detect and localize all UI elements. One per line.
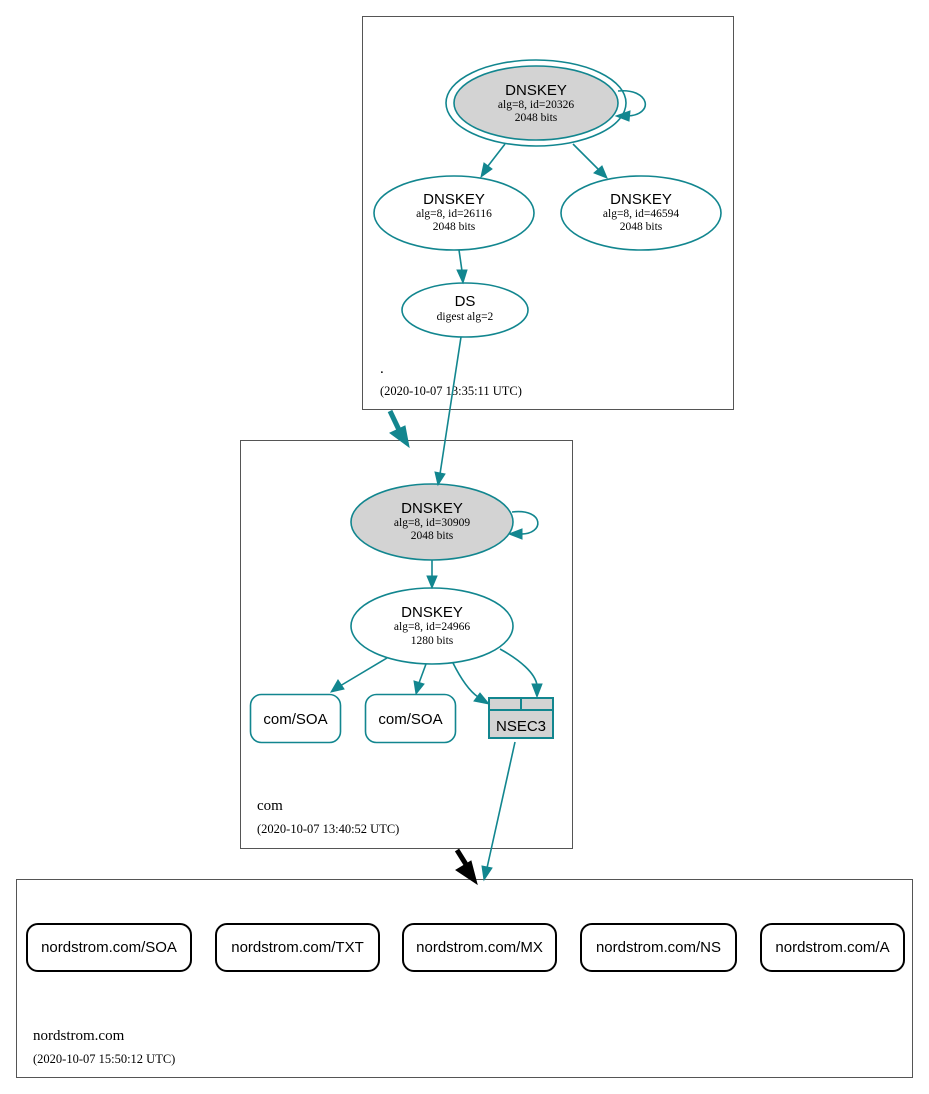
root-zsk2-bits: 2048 bits	[620, 221, 663, 233]
edge-com-zsk-to-soa1	[339, 657, 388, 687]
nordstrom-ns-record[interactable]: nordstrom.com/NS	[580, 923, 737, 972]
root-ds-title: DS	[455, 293, 476, 310]
edge-root-ksk-self	[617, 90, 646, 117]
nordstrom-a-label: nordstrom.com/A	[775, 939, 889, 956]
arrowhead	[481, 865, 493, 882]
zone-com-timestamp: (2020-10-07 13:40:52 UTC)	[257, 822, 399, 836]
edge-com-ksk-self	[511, 510, 539, 535]
root-ksk-id: alg=8, id=20326	[498, 99, 574, 111]
com-soa-1-label: com/SOA	[263, 711, 327, 728]
root-zsk2-id: alg=8, id=46594	[603, 208, 679, 220]
edge-root-ksk-to-zsk1	[487, 143, 506, 167]
nordstrom-soa-record[interactable]: nordstrom.com/SOA	[26, 923, 192, 972]
nordstrom-txt-record[interactable]: nordstrom.com/TXT	[215, 923, 380, 972]
arrowhead	[426, 575, 438, 590]
edge-nsec3-to-nordstrom	[486, 741, 516, 869]
com-zsk-node[interactable]: DNSKEY alg=8, id=24966 1280 bits	[350, 587, 514, 665]
edge-root-ksk-to-zsk2	[572, 143, 599, 170]
nordstrom-mx-label: nordstrom.com/MX	[416, 939, 543, 956]
zone-root-label: .	[380, 361, 384, 377]
delegation-arrowhead-com-to-nordstrom	[455, 860, 478, 886]
root-ds-node[interactable]: DS digest alg=2	[401, 282, 529, 338]
root-ksk-title: DNSKEY	[505, 82, 567, 99]
root-ds-digest: digest alg=2	[437, 311, 494, 323]
delegation-arrowhead-root-to-com	[389, 425, 410, 449]
root-zsk2-title: DNSKEY	[610, 191, 672, 208]
zone-root: DNSKEY alg=8, id=20326 2048 bits DNSKEY …	[362, 16, 734, 410]
arrowhead	[593, 165, 608, 179]
edges	[329, 90, 646, 886]
zone-nordstrom: nordstrom.com/SOA nordstrom.com/TXT nord…	[16, 879, 913, 1078]
arrowhead	[507, 528, 523, 540]
arrowhead	[456, 269, 468, 285]
zone-nordstrom-label: nordstrom.com	[33, 1028, 125, 1044]
edge-root-ds-to-com-ksk	[439, 336, 462, 475]
com-nsec3-record[interactable]: NSEC3	[488, 697, 554, 739]
root-ksk-bits: 2048 bits	[515, 112, 558, 124]
com-zsk-bits: 1280 bits	[411, 635, 454, 647]
arrowhead	[473, 692, 491, 705]
edge-com-zsk-to-nsec3-b	[499, 648, 538, 686]
zone-com: DNSKEY alg=8, id=30909 2048 bits DNSKEY …	[240, 440, 573, 849]
arrowhead	[329, 679, 345, 693]
com-ksk-title: DNSKEY	[401, 500, 463, 517]
com-ksk-node[interactable]: DNSKEY alg=8, id=30909 2048 bits	[350, 483, 514, 561]
arrowhead	[480, 162, 493, 179]
root-ksk-node[interactable]: DNSKEY alg=8, id=20326 2048 bits	[445, 59, 627, 147]
root-zsk2-node[interactable]: DNSKEY alg=8, id=46594 2048 bits	[560, 175, 722, 251]
zone-root-timestamp: (2020-10-07 13:35:11 UTC)	[380, 384, 522, 398]
root-zsk1-title: DNSKEY	[423, 191, 485, 208]
com-zsk-id: alg=8, id=24966	[394, 621, 470, 633]
zone-nordstrom-box	[16, 879, 913, 1078]
zone-nordstrom-timestamp: (2020-10-07 15:50:12 UTC)	[33, 1052, 175, 1066]
arrowhead	[614, 110, 631, 122]
nordstrom-mx-record[interactable]: nordstrom.com/MX	[402, 923, 557, 972]
edge-com-zsk-to-soa2	[418, 663, 427, 684]
com-zsk-title: DNSKEY	[401, 604, 463, 621]
edge-root-zsk1-to-ds	[458, 249, 463, 272]
com-ksk-id: alg=8, id=30909	[394, 517, 470, 529]
root-zsk1-node[interactable]: DNSKEY alg=8, id=26116 2048 bits	[373, 175, 535, 251]
com-ksk-bits: 2048 bits	[411, 530, 454, 542]
zone-com-label: com	[257, 798, 283, 814]
com-soa-record-2[interactable]: com/SOA	[364, 693, 457, 744]
arrowhead	[531, 683, 543, 699]
arrowhead	[434, 471, 446, 487]
root-zsk1-id: alg=8, id=26116	[416, 208, 492, 220]
delegation-root-to-com	[387, 409, 403, 434]
nordstrom-a-record[interactable]: nordstrom.com/A	[760, 923, 905, 972]
delegation-com-to-nordstrom	[454, 848, 470, 868]
nordstrom-soa-label: nordstrom.com/SOA	[41, 939, 177, 956]
edge-com-zsk-to-nsec3-a	[452, 662, 479, 698]
com-nsec3-label: NSEC3	[496, 718, 546, 735]
com-soa-2-label: com/SOA	[378, 711, 442, 728]
root-zsk1-bits: 2048 bits	[433, 221, 476, 233]
arrowhead	[413, 680, 425, 696]
nordstrom-txt-label: nordstrom.com/TXT	[231, 939, 364, 956]
com-soa-record-1[interactable]: com/SOA	[249, 693, 342, 744]
nordstrom-ns-label: nordstrom.com/NS	[596, 939, 721, 956]
